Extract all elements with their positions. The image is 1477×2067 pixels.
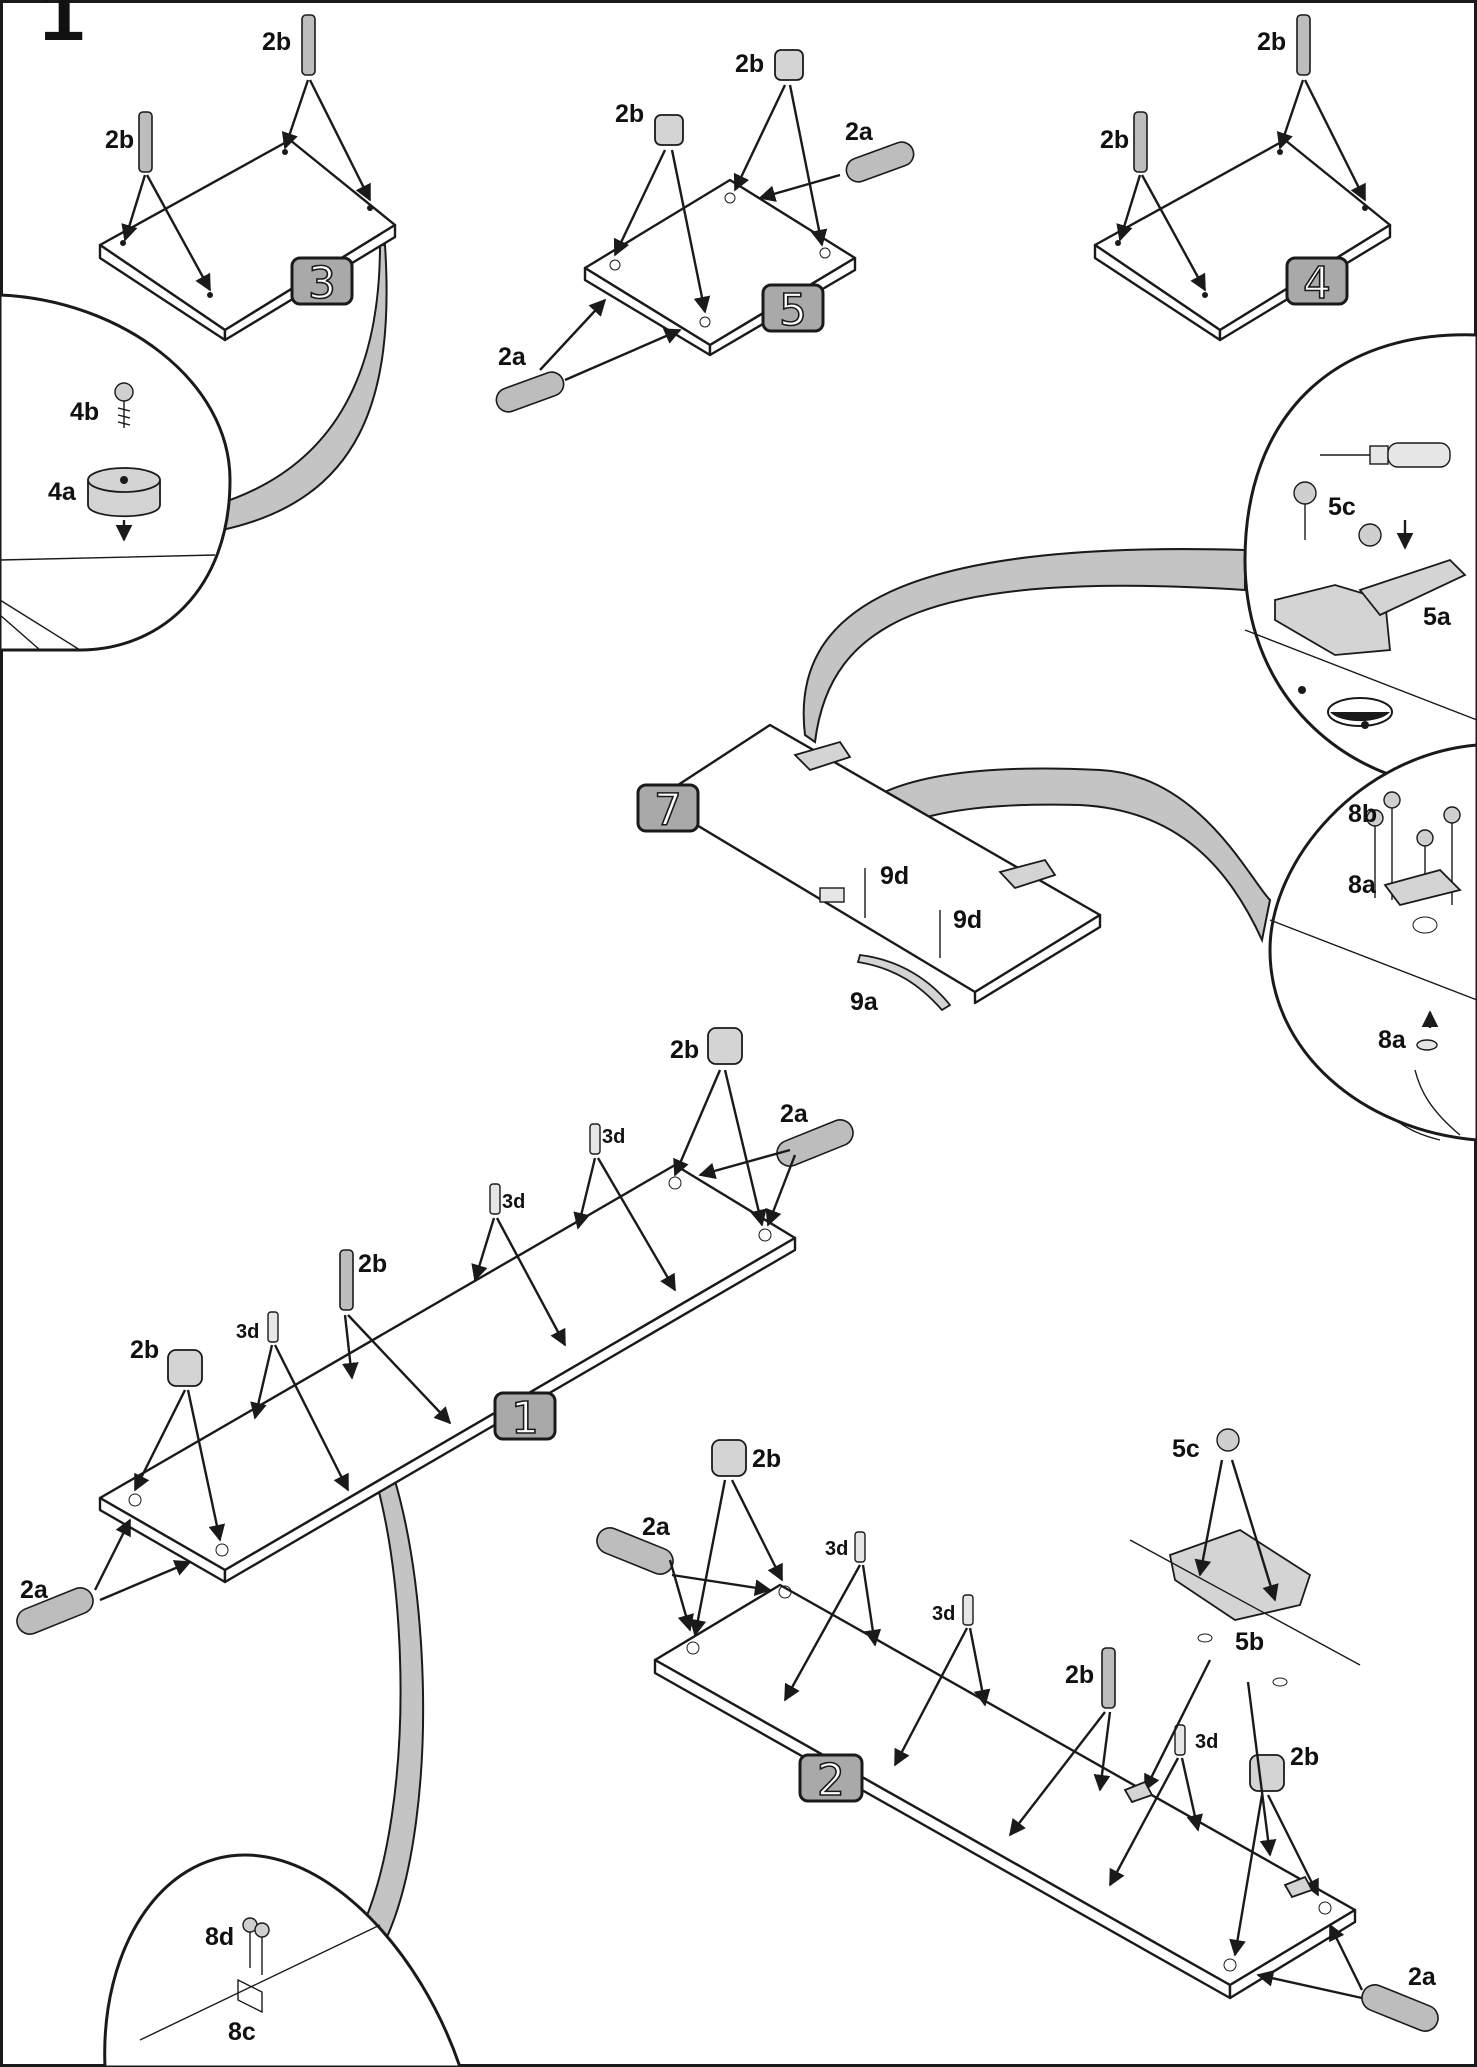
foot-pad-icon <box>87 467 161 542</box>
part-label-2b-p4b: 2b <box>1100 126 1129 154</box>
part-label-2b-p5b: 2b <box>615 100 644 128</box>
panel-1-assembly: 3d 3d 3d 2b 2b 2b 2a 2a 1 <box>16 1027 854 1635</box>
step-badge-4 <box>1285 256 1349 306</box>
cam-bolt-icon <box>138 14 316 173</box>
handle-icon <box>856 954 952 1012</box>
part-label-5b: 5b <box>1235 1628 1264 1656</box>
zoom-ribbon-7-hinge <box>802 548 1246 744</box>
part-label-2a-p5b: 2a <box>498 343 527 371</box>
step-badge-1-text: 1 <box>511 1393 539 1444</box>
part-label-4a: 4a <box>48 478 77 506</box>
part-label-9a: 9a <box>850 988 879 1016</box>
step-badge-1 <box>493 1391 557 1441</box>
cam-bolt-icon <box>707 1027 743 1065</box>
part-label-2b-p1b: 2b <box>130 1336 159 1364</box>
step-badge-3 <box>290 256 354 306</box>
part-label-2a-p2b: 2a <box>1408 1963 1437 1991</box>
hinge-screw-icon <box>1216 1428 1240 1452</box>
hinge-screw-icon <box>1293 481 1414 550</box>
part-label-9d-b: 9d <box>953 906 982 934</box>
clip-icon <box>237 1978 263 2014</box>
panel-4-assembly: 2b 2b 4 <box>1093 14 1392 342</box>
panel-3-assembly: 2b 2b 3 <box>98 14 397 342</box>
cam-bolt-icon <box>1249 1754 1285 1792</box>
finger-press-icon <box>1394 1010 1461 1141</box>
foot-screw-icon <box>114 382 134 428</box>
part-label-8a: 8a <box>1348 871 1377 899</box>
wood-dowel-icon <box>16 1119 854 1635</box>
part-label-3d-p1b: 3d <box>502 1191 525 1213</box>
part-label-2b-p2c: 2b <box>1065 1661 1094 1689</box>
panel-5-assembly: 2b 2b 2a 2a 5 <box>495 49 915 413</box>
screwdriver-icon <box>1320 442 1451 468</box>
part-label-3d-p1a: 3d <box>236 1321 259 1343</box>
cam-bolt-icon <box>1296 14 1311 76</box>
part-label-8d: 8d <box>205 1923 234 1951</box>
part-label-2b-p3b: 2b <box>105 126 134 154</box>
panel-7-door: 9d 9d 9a 7 <box>636 723 1102 1016</box>
hinge-plate-icon <box>1129 1529 1361 1687</box>
shelf-pin-icons <box>854 1531 1186 1756</box>
shelf-pin-icons <box>267 1123 601 1343</box>
zoom-ribbon-7-bracket <box>832 767 1272 944</box>
handle-screw-icon <box>864 868 941 958</box>
part-label-2b-p2b: 2b <box>1290 1743 1319 1771</box>
part-label-2a-p1a: 2a <box>20 1576 49 1604</box>
bracket-plate-icon <box>1383 868 1462 934</box>
step-badge-5 <box>761 283 825 333</box>
part-label-3d-p2b: 3d <box>932 1603 955 1625</box>
part-label-2a-p1b: 2a <box>780 1100 809 1128</box>
wood-dowel-icon <box>495 141 915 413</box>
part-label-3d-p2a: 3d <box>825 1538 848 1560</box>
clip-screw-icon <box>242 1917 270 1975</box>
step-badge-7-text: 7 <box>654 785 682 836</box>
detail-lens-clip: 8d 8c <box>103 1853 462 2067</box>
step-badge-2-text: 2 <box>817 1755 845 1806</box>
panel-2-assembly: 3d 3d 3d 2b 2b 2b 2a 2a 5b 5c <box>596 1428 1439 2032</box>
step-badge-7 <box>636 783 700 833</box>
cam-bolt-icon <box>339 1249 354 1311</box>
part-label-2b-p1a: 2b <box>358 1250 387 1278</box>
cam-bolt-icon <box>1101 1647 1116 1709</box>
part-label-9d-a: 9d <box>880 862 909 890</box>
part-label-2a-p5a: 2a <box>845 118 874 146</box>
step-badge-4-text: 4 <box>1303 258 1331 309</box>
part-label-3d-p1c: 3d <box>602 1126 625 1148</box>
bracket-screw-icons <box>1366 791 1461 905</box>
step-badge-2 <box>798 1753 864 1803</box>
part-label-2b-p2a: 2b <box>752 1445 781 1473</box>
part-label-2b-p4a: 2b <box>1257 28 1286 56</box>
part-label-2b-p5a: 2b <box>735 50 764 78</box>
step-badge-3-text: 3 <box>308 258 336 309</box>
cam-bolt-icon <box>167 1349 203 1387</box>
part-label-5c-detail: 5c <box>1328 493 1356 521</box>
detail-lens-bracket: 8b 8a 8a <box>1268 743 1477 1142</box>
part-label-2b-p3a: 2b <box>262 28 291 56</box>
hinge-detail-icon <box>1274 558 1467 729</box>
cam-bolt-icon <box>1133 111 1148 173</box>
cam-bolt-icon <box>654 49 804 146</box>
detail-lens-foot: 4b 4a <box>0 293 232 652</box>
part-label-8c: 8c <box>228 2018 256 2046</box>
detail-lens-hinge: 5c 5a <box>1243 333 1477 792</box>
part-label-5c: 5c <box>1172 1435 1200 1463</box>
part-label-2b-p1c: 2b <box>670 1036 699 1064</box>
cam-bolt-icon <box>711 1439 747 1477</box>
part-label-2a-p2a: 2a <box>642 1513 671 1541</box>
part-label-3d-p2c: 3d <box>1195 1731 1218 1753</box>
part-label-4b: 4b <box>70 398 99 426</box>
part-label-5a: 5a <box>1423 603 1452 631</box>
step-badge-5-text: 5 <box>779 285 807 336</box>
part-label-8a-press: 8a <box>1378 1026 1407 1054</box>
part-label-8b: 8b <box>1348 800 1377 828</box>
step-number: 1 <box>40 0 85 57</box>
